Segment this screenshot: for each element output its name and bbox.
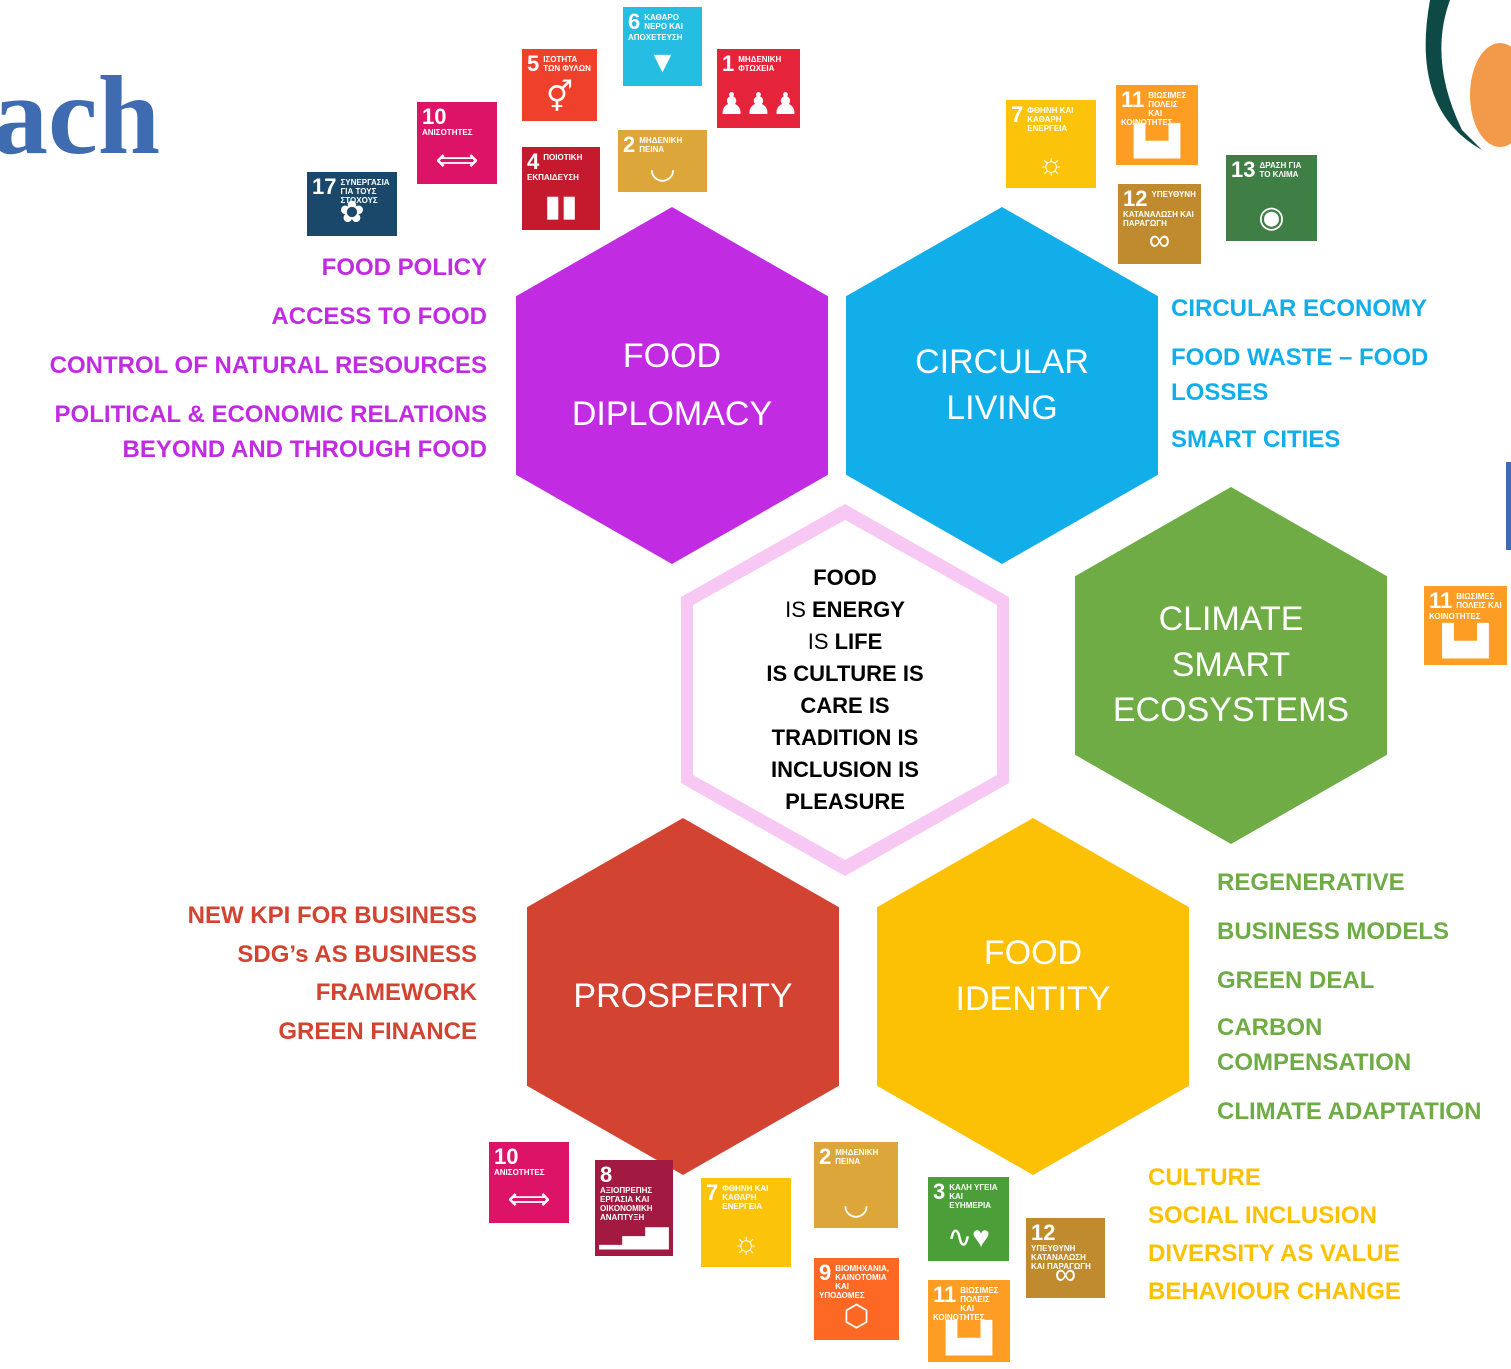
sdg-icon: ☼ <box>732 1227 760 1260</box>
sdg-icon: ⟺ <box>507 1183 551 1216</box>
sdg-icon: ◉ <box>1258 201 1285 234</box>
page-title: ach <box>0 54 160 178</box>
sdg-icon: ∿♥ <box>947 1221 990 1254</box>
list-item: CULTURE <box>1148 1164 1261 1191</box>
list-item: CONTROL OF NATURAL RESOURCES <box>49 352 487 379</box>
list-item: REGENERATIVE <box>1217 869 1405 896</box>
list-item: BEHAVIOUR CHANGE <box>1148 1278 1401 1305</box>
list-food-identity: CULTURE SOCIAL INCLUSION DIVERSITY AS VA… <box>1148 1159 1401 1311</box>
sdg-icon: ▙▟ <box>1133 125 1181 158</box>
sdg-icon: ▮▮ <box>544 190 578 223</box>
sdg-icon: ☼ <box>1037 148 1065 181</box>
list-item: FRAMEWORK <box>315 979 477 1006</box>
list-item: DIVERSITY AS VALUE <box>1148 1240 1400 1267</box>
logo-mark <box>1425 0 1511 150</box>
list-prosperity: NEW KPI FOR BUSINESS SDG’s AS BUSINESS F… <box>188 897 477 1051</box>
sdg-icon: ▼ <box>647 46 678 79</box>
sdg-icon: ▁▃▅ <box>599 1216 669 1249</box>
list-item: FOOD POLICY <box>321 254 487 281</box>
list-item: BUSINESS MODELS <box>1217 918 1450 945</box>
list-item: SDG’s AS BUSINESS <box>237 940 477 968</box>
hex-prosperity: PROSPERITY <box>527 818 839 1175</box>
list-item: ACCESS TO FOOD <box>271 303 487 330</box>
list-item: COMPENSATION <box>1217 1049 1412 1076</box>
sdg-icon: ◡ <box>842 1188 870 1221</box>
sdg-icon: ⬡ <box>843 1300 870 1333</box>
list-item: CARBON <box>1217 1014 1323 1041</box>
center-hex-text: FOOD IS ENERGY IS LIFE IS CULTURE IS CAR… <box>693 520 997 860</box>
sdg-tile-partial: 11 ΒΙΩΣΙΜΕΣ ΠΟΛΕΙΣ ΚΑΙ ΚΟΙΝΟΤΗΤΕΣ ▙▟ <box>1424 586 1507 665</box>
list-item: GREEN DEAL <box>1217 967 1375 994</box>
list-item: BEYOND AND THROUGH FOOD <box>122 436 487 463</box>
list-item: LOSSES <box>1171 379 1269 406</box>
sdg-icon: ▙▟ <box>945 1322 993 1355</box>
list-item: POLITICAL & ECONOMIC RELATIONS <box>54 401 487 428</box>
sdg-icon: ∞ <box>1148 224 1171 257</box>
list-item: CLIMATE ADAPTATION <box>1217 1098 1482 1125</box>
list-climate-smart: REGENERATIVE BUSINESS MODELS GREEN DEAL … <box>1217 865 1481 1129</box>
list-circular-living: CIRCULAR ECONOMY FOOD WASTE – FOOD LOSSE… <box>1171 291 1428 457</box>
sdg-icon: ♟♟♟ <box>718 88 799 121</box>
list-item: SMART CITIES <box>1171 426 1341 453</box>
list-item: NEW KPI FOR BUSINESS <box>187 902 477 929</box>
sdg-icon: ✿ <box>339 196 365 229</box>
sdg-icon: ⟺ <box>435 144 479 177</box>
list-item: GREEN FINANCE <box>278 1017 477 1045</box>
list-item: FOOD WASTE – FOOD <box>1171 344 1429 371</box>
list-food-diplomacy: FOOD POLICY ACCESS TO FOOD CONTROL OF NA… <box>50 250 487 467</box>
list-item: CIRCULAR ECONOMY <box>1171 295 1427 322</box>
city-icon: ▙▟ <box>1442 625 1489 658</box>
sdg-icon: ◡ <box>649 152 676 185</box>
list-item: SOCIAL INCLUSION <box>1148 1202 1377 1229</box>
sdg-icon: ∞ <box>1054 1258 1077 1291</box>
edge-accent-bar <box>1506 462 1511 550</box>
sdg-icon: ⚥ <box>545 81 574 114</box>
